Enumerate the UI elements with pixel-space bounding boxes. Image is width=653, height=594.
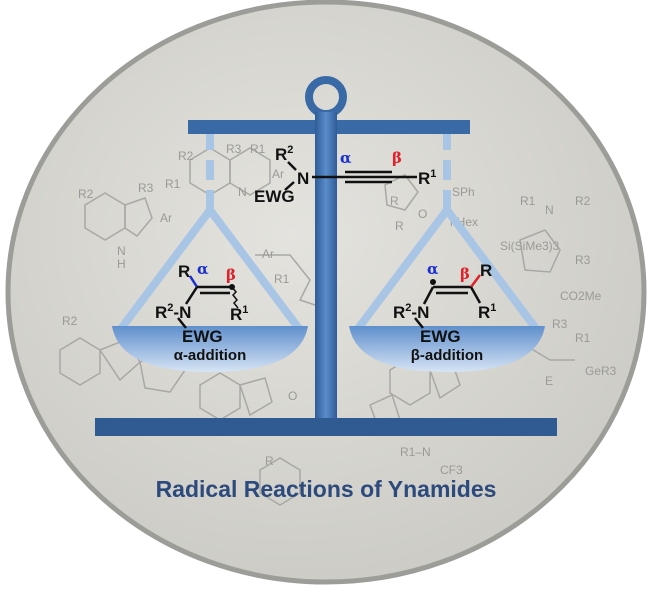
svg-text:R3: R3 xyxy=(138,181,154,195)
svg-text:R2: R2 xyxy=(575,194,591,208)
svg-text:N: N xyxy=(117,244,126,258)
svg-text:β: β xyxy=(392,149,402,167)
svg-text:R3: R3 xyxy=(575,253,591,267)
svg-text:R: R xyxy=(265,454,274,468)
svg-text:α: α xyxy=(197,260,209,278)
svg-text:R3: R3 xyxy=(226,142,242,156)
svg-text:R1: R1 xyxy=(165,177,181,191)
svg-text:Si(SiMe3)3: Si(SiMe3)3 xyxy=(500,239,560,253)
balance-scale xyxy=(95,76,557,436)
svg-text:R1: R1 xyxy=(230,304,248,324)
svg-text:R2-N: R2-N xyxy=(393,302,429,322)
svg-text:EWG: EWG xyxy=(182,327,223,346)
svg-text:CF3: CF3 xyxy=(440,463,463,477)
balance-base xyxy=(95,418,557,436)
svg-text:R3: R3 xyxy=(552,317,568,331)
svg-text:R1: R1 xyxy=(274,272,290,286)
svg-text:α: α xyxy=(340,149,352,167)
svg-text:SPh: SPh xyxy=(452,185,475,199)
svg-text:R: R xyxy=(480,261,492,280)
svg-text:H: H xyxy=(117,257,126,271)
svg-text:E: E xyxy=(545,374,553,388)
beta-addition-structure: α β R R2-N R1 EWG β-addition xyxy=(393,260,496,364)
svg-text:R1: R1 xyxy=(250,142,266,156)
svg-text:R1: R1 xyxy=(575,331,591,345)
left-pan-bowl xyxy=(112,326,308,372)
alpha-addition-structure: R α β R2-N R1 EWG α-addition xyxy=(155,260,248,364)
svg-text:R1: R1 xyxy=(520,194,536,208)
svg-text:O: O xyxy=(288,389,297,403)
ynamide-structure: R2 N EWG α β R1 xyxy=(254,144,436,206)
svg-text:R2: R2 xyxy=(78,187,94,201)
svg-text:Ar: Ar xyxy=(272,167,284,181)
svg-text:GeR3: GeR3 xyxy=(585,364,617,378)
svg-text:α: α xyxy=(427,260,439,278)
svg-text:N: N xyxy=(238,185,247,199)
svg-text:R1: R1 xyxy=(478,302,496,322)
svg-text:EWG: EWG xyxy=(254,187,295,206)
svg-text:O: O xyxy=(418,207,427,221)
svg-text:β: β xyxy=(460,265,470,283)
alpha-addition-label: α-addition xyxy=(174,347,247,364)
balance-pole xyxy=(315,112,337,424)
svg-text:R: R xyxy=(390,194,399,208)
svg-text:β: β xyxy=(226,266,236,284)
title: Radical Reactions of Ynamides xyxy=(156,476,497,502)
svg-text:R2: R2 xyxy=(178,149,194,163)
svg-text:R: R xyxy=(178,262,190,281)
svg-text:R2: R2 xyxy=(275,144,293,164)
svg-text:Ar: Ar xyxy=(160,211,172,225)
svg-text:EWG: EWG xyxy=(420,327,461,346)
right-pan-bowl xyxy=(349,326,545,372)
svg-text:R1: R1 xyxy=(418,168,436,188)
svg-text:R: R xyxy=(395,219,404,233)
beta-addition-label: β-addition xyxy=(411,347,483,364)
svg-text:N: N xyxy=(297,169,309,188)
svg-text:R1–N: R1–N xyxy=(400,445,431,459)
svg-text:N: N xyxy=(545,203,554,217)
svg-text:CO2Me: CO2Me xyxy=(560,289,602,303)
svg-text:R2: R2 xyxy=(62,314,78,328)
svg-text:Ar: Ar xyxy=(262,247,274,261)
svg-text:R2-N: R2-N xyxy=(155,302,191,322)
